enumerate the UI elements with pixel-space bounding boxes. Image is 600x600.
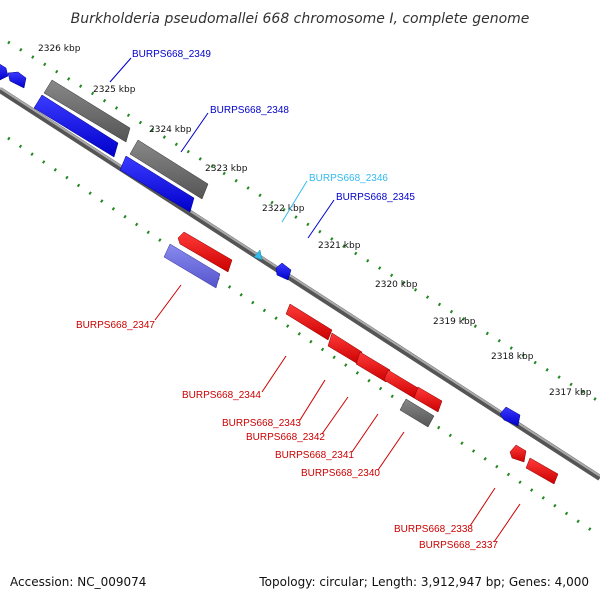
gene-label-burps668-2343[interactable]: BURPS668_2343	[222, 418, 301, 429]
gene-block-grey-3[interactable]	[399, 398, 435, 428]
chromosome-backbone	[0, 87, 600, 481]
gene-block-red-2[interactable]	[285, 303, 333, 341]
tick-label: 2323 kbp	[205, 164, 248, 174]
gene-block-blue-3[interactable]	[33, 94, 119, 158]
gene-block-grey-1[interactable]	[43, 79, 131, 143]
tick-label: 2317 kbp	[549, 388, 592, 398]
gene-label-burps668-2337[interactable]: BURPS668_2337	[419, 540, 498, 551]
gene-block-blue-5[interactable]	[275, 262, 292, 281]
tick-label: 2326 kbp	[38, 44, 81, 54]
gene-block-red-5[interactable]	[383, 369, 419, 399]
gene-label-burps668-2348[interactable]: BURPS668_2348	[210, 105, 289, 116]
gene-block-blue-1[interactable]	[0, 63, 9, 81]
gene-label-burps668-2344[interactable]: BURPS668_2344	[182, 390, 261, 401]
gene-label-burps668-2346[interactable]: BURPS668_2346	[309, 173, 388, 184]
gene-blocks	[0, 63, 559, 485]
gene-label-burps668-2338[interactable]: BURPS668_2338	[394, 524, 473, 535]
gene-block-red-4[interactable]	[355, 351, 391, 383]
gene-label-burps668-2349[interactable]: BURPS668_2349	[132, 49, 211, 60]
gene-block-red-1[interactable]	[177, 231, 233, 273]
gene-labels: BURPS668_2349 BURPS668_2348 BURPS668_234…	[76, 49, 498, 551]
gene-label-burps668-2341[interactable]: BURPS668_2341	[275, 450, 354, 461]
map-title: Burkholderia pseudomallei 668 chromosome…	[71, 11, 530, 27]
tick-labels: 2326 kbp 2325 kbp 2324 kbp 2323 kbp 2322…	[38, 44, 592, 398]
gene-label-burps668-2345[interactable]: BURPS668_2345	[336, 192, 415, 203]
gene-block-purple[interactable]	[163, 243, 221, 289]
tick-label: 2321 kbp	[318, 241, 361, 251]
gene-block-red-3[interactable]	[327, 332, 363, 365]
tick-label: 2319 kbp	[433, 317, 476, 327]
label-leaders	[109, 57, 521, 543]
gene-block-blue-4[interactable]	[119, 155, 195, 213]
accession-text: Accession: NC_009074	[10, 575, 146, 589]
tick-label: 2325 kbp	[93, 85, 136, 95]
tick-label: 2324 kbp	[149, 125, 192, 135]
gene-block-red-8[interactable]	[525, 457, 559, 485]
tick-label: 2320 kbp	[375, 280, 418, 290]
gene-block-grey-2[interactable]	[129, 139, 209, 200]
gene-block-red-6[interactable]	[413, 386, 443, 413]
gene-block-blue-2[interactable]	[7, 71, 27, 89]
tick-label: 2322 kbp	[262, 204, 305, 214]
gene-block-blue-6[interactable]	[499, 406, 521, 427]
gene-label-burps668-2342[interactable]: BURPS668_2342	[246, 432, 325, 443]
tick-label: 2318 kbp	[491, 352, 534, 362]
gene-label-burps668-2347[interactable]: BURPS668_2347	[76, 320, 155, 331]
gene-block-cyan[interactable]	[253, 249, 263, 261]
gene-block-red-7[interactable]	[509, 444, 527, 463]
gene-label-burps668-2340[interactable]: BURPS668_2340	[301, 468, 380, 479]
genome-summary-text: Topology: circular; Length: 3,912,947 bp…	[258, 575, 589, 589]
